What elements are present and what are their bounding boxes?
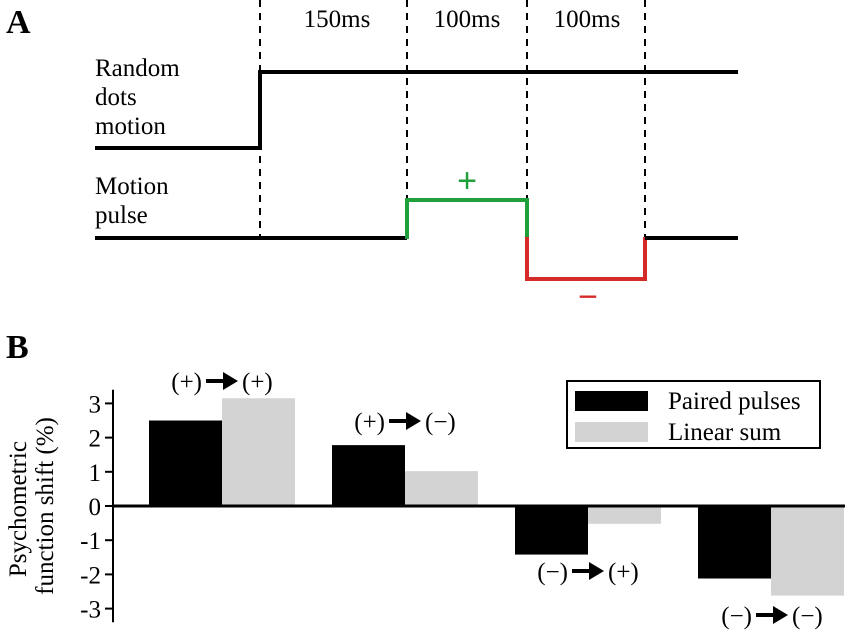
bar-paired-pulses-4 [698, 506, 771, 579]
category-label-2-right: (−) [425, 409, 456, 436]
panel-b-label: B [6, 329, 29, 366]
category-label-4-left: (−) [721, 603, 752, 630]
positive-pulse [405, 198, 529, 239]
y-axis: 3 2 1 0 -1 -2 -3 [80, 389, 845, 624]
panel-b: B Psychometric function shift (%) 3 2 1 0 -1… [5, 329, 845, 630]
y-tick-label-0: 0 [89, 494, 102, 521]
legend-swatch-linear-sum [575, 422, 648, 442]
bar-linear-sum-1 [222, 398, 295, 506]
panel-a: A 150ms 100ms 100ms Random dots motion M… [6, 0, 738, 316]
category-arrow-head-2 [406, 412, 421, 430]
plus-sign: + [457, 162, 477, 200]
interval-label-2: 100ms [434, 6, 501, 33]
row-label-random-dots-motion: Random dots motion [95, 55, 186, 140]
category-arrow-head-1 [223, 372, 238, 390]
legend-label-linear-sum: Linear sum [668, 419, 782, 446]
bar-paired-pulses-1 [149, 420, 222, 506]
bar-linear-sum-3 [588, 506, 661, 524]
category-label-1-right: (+) [242, 369, 273, 396]
category-label-1-left: (+) [171, 369, 202, 396]
category-labels: (+) (+) (+) (−) (−) (+) (−) (−) [171, 369, 823, 630]
bars [149, 398, 844, 596]
bar-linear-sum-4 [771, 506, 844, 596]
category-label-3-right: (+) [608, 559, 639, 586]
bar-linear-sum-2 [405, 471, 478, 506]
category-arrow-head-3 [589, 562, 604, 580]
row-label-motion-pulse: Motion pulse [95, 173, 175, 229]
y-tick-label--1: -1 [80, 528, 101, 555]
minus-sign: − [578, 278, 598, 316]
y-tick-label--2: -2 [80, 562, 101, 589]
y-tick-label--3: -3 [80, 597, 101, 624]
legend-label-paired-pulses: Paired pulses [668, 388, 801, 415]
category-label-2-left: (+) [354, 409, 385, 436]
interval-label-1: 150ms [304, 6, 371, 33]
legend-swatch-paired-pulses [575, 391, 648, 411]
negative-pulse [525, 237, 647, 281]
category-label-3-left: (−) [537, 559, 568, 586]
y-tick-label-1: 1 [89, 460, 102, 487]
y-tick-label-2: 2 [89, 426, 102, 453]
y-tick-label-3: 3 [89, 391, 102, 418]
random-dots-trace [95, 70, 738, 150]
interval-label-3: 100ms [554, 6, 621, 33]
panel-a-label: A [6, 4, 31, 41]
bar-paired-pulses-3 [515, 506, 588, 555]
bar-paired-pulses-2 [332, 445, 405, 506]
y-axis-label: Psychometric function shift (%) [5, 417, 59, 595]
category-label-4-right: (−) [792, 603, 823, 630]
category-arrow-head-4 [773, 606, 788, 624]
legend: Paired pulses Linear sum [566, 380, 821, 449]
